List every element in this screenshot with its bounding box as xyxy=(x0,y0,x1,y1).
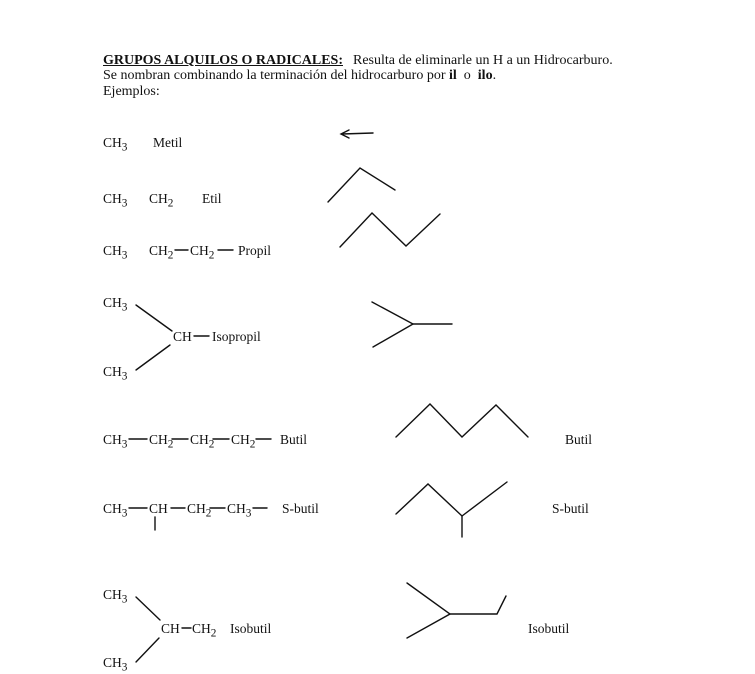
isopropil-bond-bottom xyxy=(135,344,171,371)
metil-name: Metil xyxy=(153,135,183,150)
heading-description: Resulta de eliminarle un H a un Hidrocar… xyxy=(353,53,613,68)
naming-rule-text: Se nombran combinando la terminación del… xyxy=(103,68,450,83)
isobutil-skeletal-tail xyxy=(449,595,507,615)
suffix-ilo: ilo xyxy=(477,68,493,83)
sbutil-ch3-b: CH3 xyxy=(227,501,252,520)
isobutil-ch: CH xyxy=(161,621,180,636)
butil-name: Butil xyxy=(280,432,308,447)
sbutil-skeletal xyxy=(395,481,508,517)
butil-ch2-b: CH2 xyxy=(190,432,215,451)
isopropil-name: Isopropil xyxy=(212,329,261,344)
etil-ch3: CH3 xyxy=(103,191,128,210)
metil-skeletal-arrowhead xyxy=(339,129,350,139)
sbutil-skeletal-label: S-butil xyxy=(552,501,589,516)
isobutil-skeletal-label: Isobutil xyxy=(528,621,570,636)
conjunction-o: o xyxy=(463,68,471,83)
butil-skeletal-label: Butil xyxy=(565,432,593,447)
propil-ch3: CH3 xyxy=(103,243,128,262)
metil-skeletal-bond xyxy=(341,132,374,135)
isopropil-ch3-top: CH3 xyxy=(103,295,128,314)
suffix-il: il xyxy=(449,68,457,83)
propil-ch2-a: CH2 xyxy=(149,243,174,262)
naming-rule-line: Se nombran combinando la terminación del… xyxy=(103,69,496,83)
etil-ch2: CH2 xyxy=(149,191,174,210)
isopropil-bond-top xyxy=(135,304,173,332)
sbutil-name: S-butil xyxy=(282,501,319,516)
propil-name: Propil xyxy=(238,243,272,258)
isobutil-ch2: CH2 xyxy=(192,621,217,640)
sbutil-ch3-a: CH3 xyxy=(103,501,128,520)
isobutil-skeletal-v xyxy=(406,582,452,639)
etil-skeletal xyxy=(327,167,396,203)
butil-ch2-c: CH2 xyxy=(231,432,256,451)
isobutil-ch3-top: CH3 xyxy=(103,587,128,606)
propil-skeletal xyxy=(339,212,441,248)
heading-line: GRUPOS ALQUILOS O RADICALES: Resulta de … xyxy=(103,52,613,68)
isopropil-skeletal-v xyxy=(371,301,415,348)
butil-skeletal xyxy=(395,403,529,438)
isobutil-bond-bottom xyxy=(135,637,160,663)
sbutil-ch: CH xyxy=(149,501,168,516)
propil-ch2-b: CH2 xyxy=(190,243,215,262)
isopropil-ch3-bottom: CH3 xyxy=(103,364,128,383)
section-heading: GRUPOS ALQUILOS O RADICALES: xyxy=(103,53,343,68)
etil-name: Etil xyxy=(202,191,222,206)
examples-label: Ejemplos: xyxy=(103,84,160,99)
butil-ch3: CH3 xyxy=(103,432,128,451)
sbutil-ch2: CH2 xyxy=(187,501,212,520)
isopropil-ch: CH xyxy=(173,329,192,344)
butil-ch2-a: CH2 xyxy=(149,432,174,451)
isobutil-name: Isobutil xyxy=(230,621,272,636)
metil-formula: CH3 xyxy=(103,135,128,154)
isobutil-bond-top xyxy=(135,596,161,621)
period: . xyxy=(492,68,497,83)
